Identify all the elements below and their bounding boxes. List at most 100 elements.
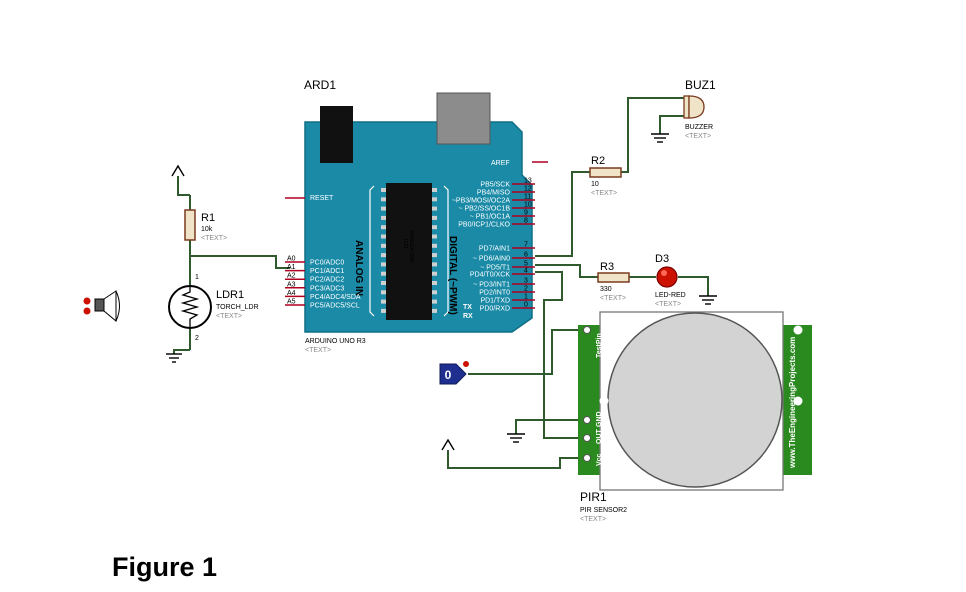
digital-pin-label: ~ PB1/OC1A (470, 214, 511, 221)
chip-pin (381, 299, 386, 304)
pir-gnd-terminal (583, 416, 591, 424)
analog-pin-label: PC0/ADC0 (310, 260, 344, 267)
r1-text-placeholder: <TEXT> (201, 235, 227, 242)
chip-sub-label: 1121 (402, 238, 408, 249)
pir-testpin-terminal (583, 326, 591, 334)
figure-caption: Figure 1 (112, 552, 218, 582)
chip-pin (432, 206, 437, 211)
digital-pin-label: ~ PB2/SS/OC1B (458, 206, 510, 213)
ground-ldr-stub (173, 349, 190, 354)
digital-pin-label: ~ PD6/AIN0 (473, 256, 510, 263)
resistor-r1[interactable] (184, 209, 196, 241)
tx-label: TX (463, 304, 472, 311)
pir1-text-placeholder: <TEXT> (580, 516, 606, 523)
chip-pin (381, 253, 386, 258)
digital-pin-number: 1 (524, 294, 528, 301)
ldr-pin2: 2 (195, 335, 199, 342)
chip-pin (432, 225, 437, 230)
resistor-body (597, 272, 630, 283)
chip-pin (381, 234, 386, 239)
ard1-text-placeholder: <TEXT> (305, 347, 331, 354)
analog-pin-name: A5 (287, 299, 296, 306)
resistor-r3[interactable] (597, 272, 630, 283)
chip-pin (432, 308, 437, 313)
logic-probe[interactable]: 0 (439, 361, 469, 385)
power-terminal-pir (441, 438, 455, 451)
analog-pin-name: A0 (287, 256, 296, 263)
digital-pin-number: 6 (524, 252, 528, 259)
digital-pin-number: 12 (524, 186, 532, 193)
chip-pin (432, 281, 437, 285)
digital-pin-label: ~PB3/MOSI/OC2A (452, 198, 510, 205)
chip-pin (381, 308, 386, 313)
digital-label: DIGITAL (~PWM) (447, 236, 458, 315)
chip-pin (432, 262, 437, 267)
digital-pin-label: PD2/INT0 (479, 290, 510, 297)
buzzer-dome (688, 95, 705, 119)
r2-ref: R2 (591, 155, 605, 167)
digital-pin-number: 3 (524, 278, 528, 285)
digital-pin-number: 2 (524, 286, 528, 293)
torch-red-dot (83, 297, 91, 305)
probe-body (439, 363, 467, 385)
resistor-body (589, 167, 622, 178)
pir-website: www.TheEngineeringProjects.com (788, 337, 797, 469)
wire-pir-ground (515, 419, 584, 434)
pir-right-mid-dot (793, 396, 803, 406)
digital-pin-number: 0 (524, 302, 528, 309)
arduino-board[interactable]: 1121 ATMEGA328P ANALOG IN DIGITAL (~PWM)… (285, 92, 548, 333)
chip-pins (381, 188, 437, 313)
rx-label: RX (463, 313, 473, 320)
chip-pin (432, 215, 437, 220)
r3-ref: R3 (600, 261, 614, 273)
digital-pin-label: PB0/ICP1/CLKO (458, 222, 510, 229)
wire-testpin-probe (468, 329, 584, 375)
chip-pin (381, 281, 386, 285)
buz1-text-placeholder: <TEXT> (685, 133, 711, 140)
ldr-body (168, 285, 212, 329)
wires (189, 97, 709, 469)
r1-value: 10k (201, 226, 213, 233)
digital-pin-number: 9 (524, 210, 528, 217)
resistor-r2[interactable] (589, 167, 622, 178)
digital-pin-number: 4 (524, 268, 528, 275)
pir-left-dot (599, 396, 609, 406)
wire-pir-out-pin4 (535, 271, 584, 439)
analog-pin-label: PC3/ADC3 (310, 285, 344, 292)
torch-lens (115, 290, 120, 322)
ground-pir (507, 433, 525, 443)
torch-red-dot (83, 307, 91, 315)
led-d3[interactable] (656, 266, 678, 288)
pir1-ref: PIR1 (580, 490, 607, 504)
chip-pin (432, 253, 437, 258)
digital-pin-label: PB5/SCK (480, 182, 510, 189)
ldr1-value: TORCH_LDR (216, 304, 259, 311)
analog-pin-label: PC1/ADC1 (310, 268, 344, 275)
pir-sensor[interactable]: TestPin GND OUT Vcc www.TheEngineeringPr… (578, 311, 812, 491)
aref-label: AREF (491, 160, 510, 167)
chip-pin (381, 271, 386, 276)
chip-pin (381, 262, 386, 267)
analog-pin-name: A3 (287, 281, 296, 288)
wire-buzzer-ground (659, 115, 684, 134)
ground-buzzer (651, 133, 669, 143)
digital-pin-label: PD1/TXD (480, 298, 510, 305)
chip-pin (381, 243, 386, 248)
digital-pin-number: 11 (524, 194, 531, 201)
pir-out-label: OUT (596, 429, 603, 445)
ldr-pin1: 1 (195, 274, 199, 281)
r2-value: 10 (591, 181, 599, 188)
atmega-chip (386, 183, 432, 320)
chip-label: ATMEGA328P (408, 230, 414, 263)
digital-pin-number: 13 (524, 178, 532, 185)
chip-pin (381, 188, 386, 192)
led-highlight (661, 270, 667, 276)
pir-vcc-label: Vcc (596, 453, 603, 466)
torch-icon[interactable] (83, 290, 120, 323)
buzzer-buz1[interactable] (683, 95, 705, 119)
digital-pin-label: ~ PD3/INT1 (473, 282, 510, 289)
ldr-ldr1[interactable] (168, 285, 212, 329)
probe-red-dot (463, 361, 469, 367)
power-arrow-icon (441, 438, 455, 451)
